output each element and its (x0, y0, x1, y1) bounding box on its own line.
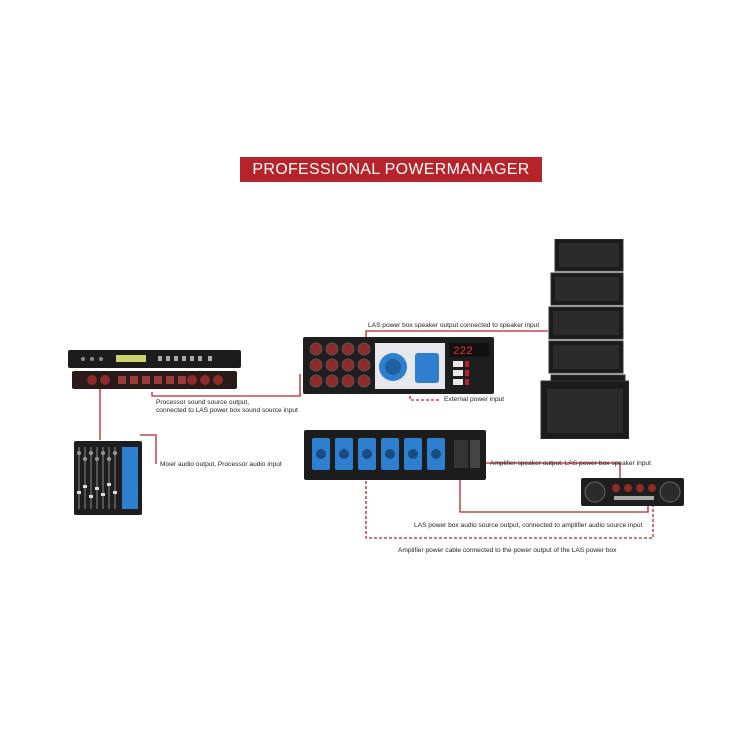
label-speaker-output: LAS power box speaker output connected t… (368, 322, 540, 329)
power-amplifier-icon (581, 478, 684, 506)
label-audio-source-output: LAS power box audio source output, conne… (414, 522, 643, 529)
line-audio-source (459, 480, 649, 513)
label-amplifier-power-cable: Amplifier power cable connected to the p… (398, 547, 617, 554)
label-processor-output-line2: connected to LAS power box sound source … (156, 407, 298, 414)
label-processor-output-line1: Processor sound source output, (156, 399, 250, 406)
audio-processor-icon (68, 350, 241, 389)
label-amplifier-speaker-output: Amplifier speaker output, LAS power box … (490, 460, 651, 467)
line-amp-speaker (474, 462, 621, 478)
power-distribution-unit-icon (304, 430, 486, 480)
label-external-power: External power input (444, 396, 505, 403)
line-amp-power (365, 476, 654, 539)
las-power-box-icon: 222 (303, 337, 494, 394)
line-array-speaker-icon (540, 239, 629, 439)
line-mixer-output (140, 434, 157, 464)
mixer-console-icon (74, 441, 142, 515)
line-processor-to-las (151, 374, 301, 397)
power-box-display: 222 (453, 346, 473, 358)
label-mixer-output: Mixer audio output, Processor audio inpu… (160, 461, 282, 468)
title-banner: PROFESSIONAL POWERMANAGER (240, 157, 542, 182)
